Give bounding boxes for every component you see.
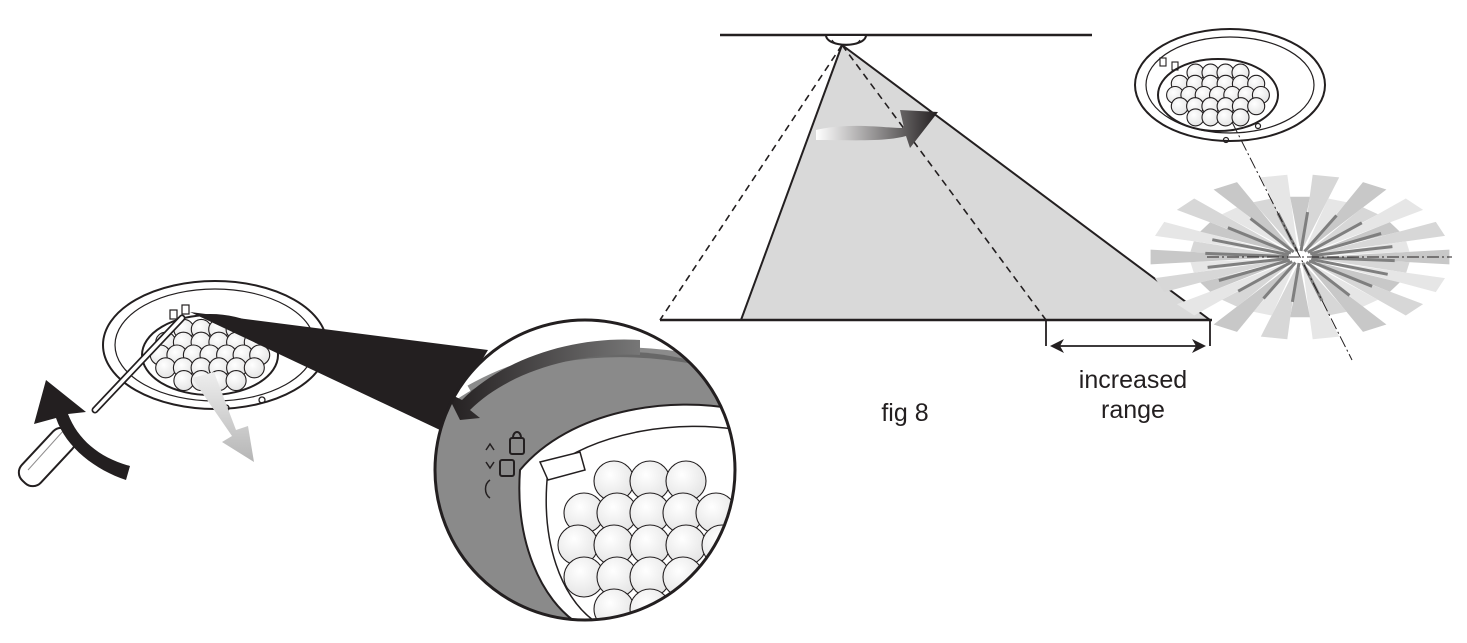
rotate-arrow-icon <box>34 380 130 480</box>
lens-facet <box>1247 97 1266 116</box>
zoom-rotate-arrow-icon <box>446 339 640 420</box>
original-range-right <box>841 44 1047 321</box>
coverage-area <box>741 45 1210 320</box>
screwdriver-icon <box>17 314 186 488</box>
detection-ray-inner <box>1227 226 1292 255</box>
increased-range-label-line1: increased <box>1079 366 1187 394</box>
sensor-ceiling-icon <box>1134 28 1326 144</box>
padlock-icon <box>1159 57 1179 71</box>
detection-ray-inner <box>1311 245 1393 258</box>
detection-ray <box>1309 182 1387 248</box>
detection-ray <box>1309 266 1387 332</box>
detection-ray-inner <box>1262 261 1297 300</box>
detection-ray-inner <box>1308 259 1373 288</box>
detection-ray <box>1306 198 1347 247</box>
lens-facet <box>1186 108 1205 127</box>
pull-down-arrow-icon <box>192 372 254 462</box>
detection-ray <box>1260 174 1298 247</box>
padlock-icon <box>484 431 525 499</box>
detection-ray-inner <box>1311 256 1395 263</box>
detection-ray-inner <box>1212 238 1290 257</box>
detection-ray <box>1222 207 1288 249</box>
detection-ray <box>1318 221 1445 254</box>
detection-ray <box>1200 262 1283 292</box>
detection-ray <box>1312 207 1378 249</box>
lens-facet <box>593 588 635 620</box>
detection-ray <box>1176 198 1285 251</box>
detection-ray <box>1317 222 1400 252</box>
detection-ray <box>1306 267 1347 316</box>
tilted-sensor <box>1134 28 1326 144</box>
detection-ray <box>1260 267 1298 340</box>
detection-ray <box>1213 182 1291 248</box>
detection-ray <box>1176 263 1285 316</box>
detection-ray <box>1315 263 1424 316</box>
detection-ray <box>1320 249 1450 265</box>
detection-ray <box>1302 267 1340 340</box>
detection-ray <box>1312 265 1378 307</box>
lens-facet <box>1201 108 1220 127</box>
detection-ray <box>1253 198 1294 247</box>
detection-ray-inner <box>1249 217 1295 254</box>
detection-ray <box>1213 266 1291 332</box>
lens-cluster <box>1166 63 1270 127</box>
lens-facet <box>225 370 247 392</box>
detection-ray-inner <box>1205 251 1289 258</box>
original-range-left <box>659 44 843 321</box>
lens-facet <box>662 556 704 598</box>
detection-ray <box>1222 265 1288 307</box>
detection-ray <box>1190 241 1281 256</box>
detection-ray-inner <box>1305 260 1351 297</box>
detection-ray-inner <box>1303 214 1338 253</box>
detection-ray <box>1319 258 1410 273</box>
lens-facet <box>1216 108 1235 127</box>
zoom-connector <box>190 312 488 430</box>
detection-ray-inner <box>1307 221 1363 254</box>
tilt-arrow-icon <box>816 110 938 148</box>
lens-facet <box>1231 108 1250 127</box>
detection-ray <box>1290 268 1310 318</box>
detection-ray-inner <box>1309 232 1382 256</box>
detection-ray <box>1317 262 1400 292</box>
ceiling-sensor-icon <box>824 34 868 46</box>
detection-ray-inner <box>1310 257 1388 276</box>
lens-facet <box>629 588 671 620</box>
coverage-diagram <box>659 33 1212 353</box>
detection-ray-inner <box>1299 211 1310 252</box>
detection-ray-inner <box>1218 258 1291 282</box>
detection-ray-inner <box>1290 262 1301 303</box>
detection-ray <box>1302 174 1340 247</box>
detection-ray <box>1290 196 1310 246</box>
detection-ray <box>1315 198 1424 251</box>
lens-facet <box>1170 97 1189 116</box>
lens-facet <box>665 588 707 620</box>
increased-range-label-line2: range <box>1101 396 1165 424</box>
sensor-with-screwdriver <box>17 280 328 488</box>
detection-ray-inner <box>1207 256 1289 269</box>
lens-facet <box>155 357 177 379</box>
lens-facet <box>243 357 265 379</box>
detection-ray-inner <box>1237 260 1293 293</box>
figure-label: fig 8 <box>881 399 928 427</box>
detection-ray <box>1200 222 1283 252</box>
detection-ray <box>1155 260 1282 293</box>
detection-pattern-icon <box>1150 121 1452 361</box>
padlock-icon <box>169 304 190 320</box>
release-tab <box>538 451 586 481</box>
range-dimension-arrow <box>1050 339 1206 353</box>
detection-ray <box>1253 267 1294 316</box>
